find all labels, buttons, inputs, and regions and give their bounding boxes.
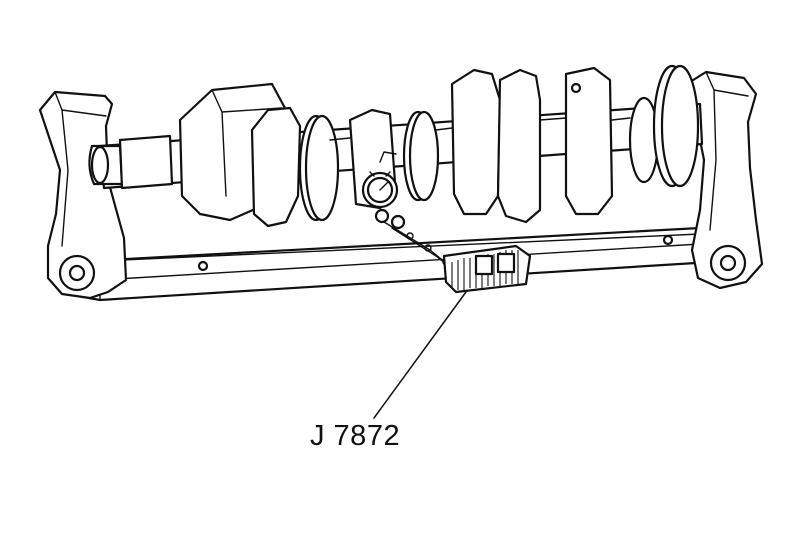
tool-callout-label: J 7872 [310, 420, 401, 452]
callout-leader-line [373, 291, 467, 419]
fixture-rail [68, 226, 714, 302]
crankshaft [88, 64, 704, 228]
left-support-stand [38, 90, 128, 300]
magnetic-base [442, 244, 532, 294]
right-support-stand [688, 70, 764, 290]
dial-indicator [361, 151, 477, 289]
